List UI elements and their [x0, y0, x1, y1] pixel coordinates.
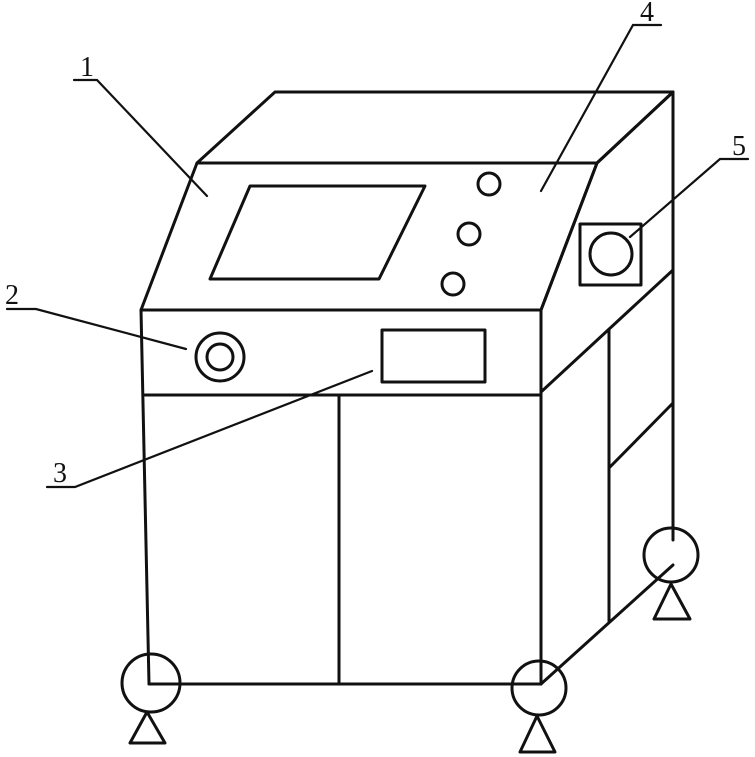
- front-indicator-window: [380, 328, 487, 384]
- caster-foot-front-left: [128, 710, 167, 745]
- label-part-1: 1: [80, 52, 94, 83]
- part-labels: 1 2 3 4 5: [5, 0, 746, 489]
- leader-line-2: [5, 307, 188, 351]
- cabinet-front: [139, 308, 543, 686]
- cabinet-side: [539, 90, 675, 686]
- casters: [120, 526, 700, 754]
- side-port-frame: [578, 222, 643, 287]
- leader-line-4: [539, 23, 663, 193]
- caster-wheel-front-left: [120, 652, 182, 714]
- side-bottom-edge: [539, 563, 675, 686]
- side-port-circle: [588, 231, 634, 277]
- side-mid-edge: [539, 268, 675, 394]
- control-panel: [139, 90, 675, 312]
- leader-line-5: [628, 157, 750, 239]
- front-port-outer: [194, 331, 246, 383]
- leader-lines: [5, 23, 750, 489]
- side-edge-upper: [595, 90, 675, 165]
- label-part-3: 3: [53, 458, 67, 489]
- caster-wheel-back-right: [642, 526, 700, 584]
- front-left-edge: [139, 308, 151, 686]
- control-knob-top: [476, 171, 502, 197]
- display-screen: [208, 184, 427, 281]
- label-part-2: 2: [5, 280, 19, 311]
- caster-foot-back-right: [652, 582, 692, 621]
- side-inner-divider: [607, 401, 675, 470]
- leader-line-1: [72, 78, 209, 198]
- control-knob-middle: [456, 221, 482, 247]
- panel-top-surface: [195, 90, 675, 165]
- caster-wheel-front-right: [510, 659, 568, 717]
- label-part-4: 4: [640, 0, 654, 28]
- front-port-inner: [205, 342, 235, 372]
- leader-line-3: [45, 369, 374, 489]
- control-knob-bottom: [440, 271, 466, 297]
- side-panel-slant: [539, 161, 599, 312]
- caster-foot-front-right: [518, 714, 557, 754]
- label-part-5: 5: [732, 131, 746, 162]
